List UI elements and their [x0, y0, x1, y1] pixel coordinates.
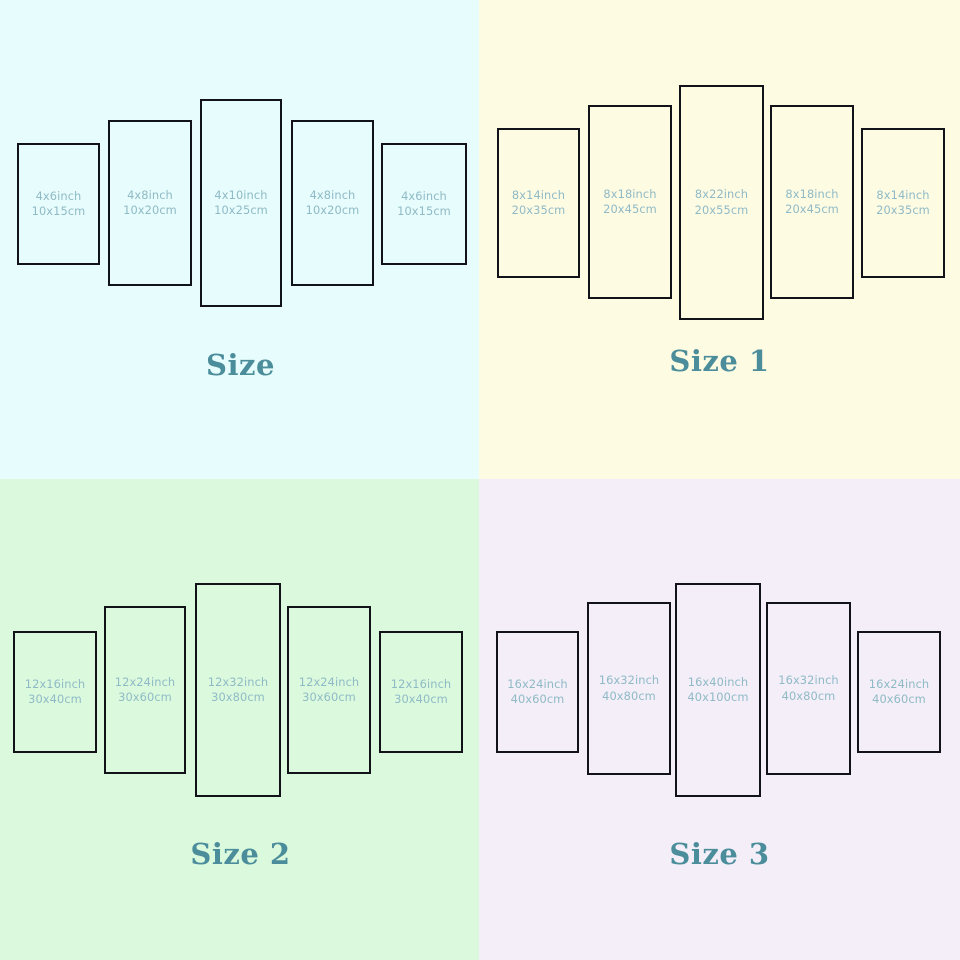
- panel-5: 16x24inch 40x60cm: [857, 631, 941, 753]
- panel-label-cm: 10x20cm: [123, 203, 177, 217]
- size-group-size-1: 8x14inch 20x35cm 8x18inch 20x45cm 8x22in…: [479, 0, 960, 481]
- panel-label: 4x6inch 10x15cm: [397, 189, 451, 220]
- panel-label-cm: 40x100cm: [687, 690, 749, 704]
- panel-label: 4x8inch 10x20cm: [123, 188, 177, 219]
- panel-label-inch: 4x6inch: [35, 188, 82, 203]
- group-title: Size 1: [669, 344, 770, 378]
- panel-label-cm: 10x20cm: [305, 203, 360, 217]
- panel-label: 12x16inch 30x40cm: [391, 677, 452, 708]
- panel-2: 16x32inch 40x80cm: [587, 602, 671, 775]
- panel-2: 8x18inch 20x45cm: [588, 105, 672, 299]
- panel-label: 4x6inch 10x15cm: [32, 189, 86, 220]
- panel-5: 4x6inch 10x15cm: [381, 143, 467, 265]
- panel-label-cm: 20x35cm: [511, 203, 566, 217]
- panel-label-inch: 16x32inch: [778, 673, 839, 687]
- panel-label-inch: 4x8inch: [127, 187, 173, 202]
- panel-label-cm: 10x15cm: [31, 204, 86, 218]
- panel-row: 12x16inch 30x40cm 12x24inch 30x60cm 12x3…: [0, 479, 481, 960]
- group-title: Size: [206, 348, 275, 382]
- panel-4: 4x8inch 10x20cm: [291, 120, 374, 286]
- panel-label: 8x18inch 20x45cm: [603, 187, 657, 218]
- panel-label: 16x32inch 40x80cm: [599, 673, 660, 704]
- panel-label-inch: 16x24inch: [868, 676, 930, 691]
- panel-label: 12x16inch 30x40cm: [25, 677, 86, 708]
- panel-label-cm: 30x60cm: [302, 690, 356, 704]
- group-title: Size 3: [669, 837, 770, 871]
- panel-label-cm: 40x80cm: [781, 688, 836, 703]
- panel-label-inch: 12x16inch: [24, 676, 86, 691]
- panel-label-inch: 8x14inch: [876, 187, 930, 202]
- panel-label-inch: 12x24inch: [298, 674, 360, 689]
- panel-label-inch: 8x18inch: [785, 186, 839, 201]
- panel-label: 8x18inch 20x45cm: [785, 187, 839, 218]
- panel-label-inch: 16x32inch: [598, 673, 660, 687]
- panel-label-inch: 16x24inch: [507, 676, 568, 691]
- panel-label: 12x32inch 30x80cm: [208, 675, 269, 706]
- panel-label: 8x14inch 20x35cm: [876, 188, 930, 219]
- panel-label: 16x24inch 40x60cm: [507, 677, 568, 708]
- group-title: Size 2: [190, 837, 291, 871]
- panel-label-cm: 30x80cm: [211, 690, 265, 704]
- panel-label-inch: 12x32inch: [207, 674, 269, 689]
- panel-label-cm: 10x25cm: [214, 203, 268, 217]
- panel-5: 12x16inch 30x40cm: [379, 631, 463, 753]
- panel-label: 16x40inch 40x100cm: [687, 675, 748, 706]
- panel-label-cm: 40x80cm: [602, 688, 656, 703]
- panel-5: 8x14inch 20x35cm: [861, 128, 945, 278]
- panel-label-inch: 12x16inch: [390, 676, 452, 691]
- panel-3: 12x32inch 30x80cm: [195, 583, 281, 797]
- panel-label-inch: 8x18inch: [603, 186, 657, 201]
- panel-4: 12x24inch 30x60cm: [287, 606, 371, 774]
- panel-label-cm: 20x35cm: [876, 203, 930, 217]
- panel-row: 8x14inch 20x35cm 8x18inch 20x45cm 8x22in…: [479, 0, 960, 481]
- panel-1: 12x16inch 30x40cm: [13, 631, 97, 753]
- panel-label-inch: 8x14inch: [511, 187, 566, 202]
- panel-1: 16x24inch 40x60cm: [496, 631, 579, 753]
- panel-label: 12x24inch 30x60cm: [299, 675, 360, 706]
- panel-label-inch: 4x10inch: [214, 187, 268, 202]
- panel-label: 16x24inch 40x60cm: [869, 677, 930, 708]
- panel-label-inch: 8x22inch: [694, 187, 749, 201]
- panel-label-cm: 20x55cm: [694, 202, 749, 217]
- panel-label-cm: 40x60cm: [872, 692, 926, 706]
- panel-label: 16x32inch 40x80cm: [778, 673, 839, 704]
- panel-4: 16x32inch 40x80cm: [766, 602, 851, 775]
- panel-label: 8x14inch 20x35cm: [512, 188, 566, 219]
- panel-label-cm: 20x45cm: [603, 202, 657, 216]
- panel-label: 4x8inch 10x20cm: [306, 188, 360, 219]
- panel-3: 8x22inch 20x55cm: [679, 85, 764, 320]
- panel-row: 4x6inch 10x15cm 4x8inch 10x20cm 4x10inch…: [0, 0, 481, 481]
- size-group-size-2: 12x16inch 30x40cm 12x24inch 30x60cm 12x3…: [0, 479, 481, 960]
- panel-label-inch: 4x8inch: [309, 187, 356, 202]
- panel-label-cm: 30x60cm: [118, 690, 172, 704]
- size-group-size: 4x6inch 10x15cm 4x8inch 10x20cm 4x10inch…: [0, 0, 481, 481]
- panel-label-inch: 12x24inch: [114, 674, 176, 689]
- panel-1: 8x14inch 20x35cm: [497, 128, 580, 278]
- panel-label-inch: 4x6inch: [401, 188, 447, 203]
- panel-label-cm: 40x60cm: [510, 692, 565, 706]
- panel-label-inch: 16x40inch: [687, 674, 749, 689]
- panel-4: 8x18inch 20x45cm: [770, 105, 854, 299]
- panel-label-cm: 20x45cm: [785, 202, 839, 216]
- size-group-size-3: 16x24inch 40x60cm 16x32inch 40x80cm 16x4…: [479, 479, 960, 960]
- panel-3: 16x40inch 40x100cm: [675, 583, 761, 797]
- panel-label-cm: 30x40cm: [394, 692, 448, 706]
- panel-1: 4x6inch 10x15cm: [17, 143, 100, 265]
- panel-2: 4x8inch 10x20cm: [108, 120, 192, 286]
- panel-label-cm: 30x40cm: [28, 692, 82, 706]
- panel-label-cm: 10x15cm: [397, 204, 451, 218]
- panel-2: 12x24inch 30x60cm: [104, 606, 186, 774]
- panel-row: 16x24inch 40x60cm 16x32inch 40x80cm 16x4…: [479, 479, 960, 960]
- panel-label: 8x22inch 20x55cm: [695, 187, 749, 218]
- panel-3: 4x10inch 10x25cm: [200, 99, 282, 307]
- panel-label: 12x24inch 30x60cm: [115, 675, 176, 706]
- panel-label: 4x10inch 10x25cm: [214, 188, 268, 219]
